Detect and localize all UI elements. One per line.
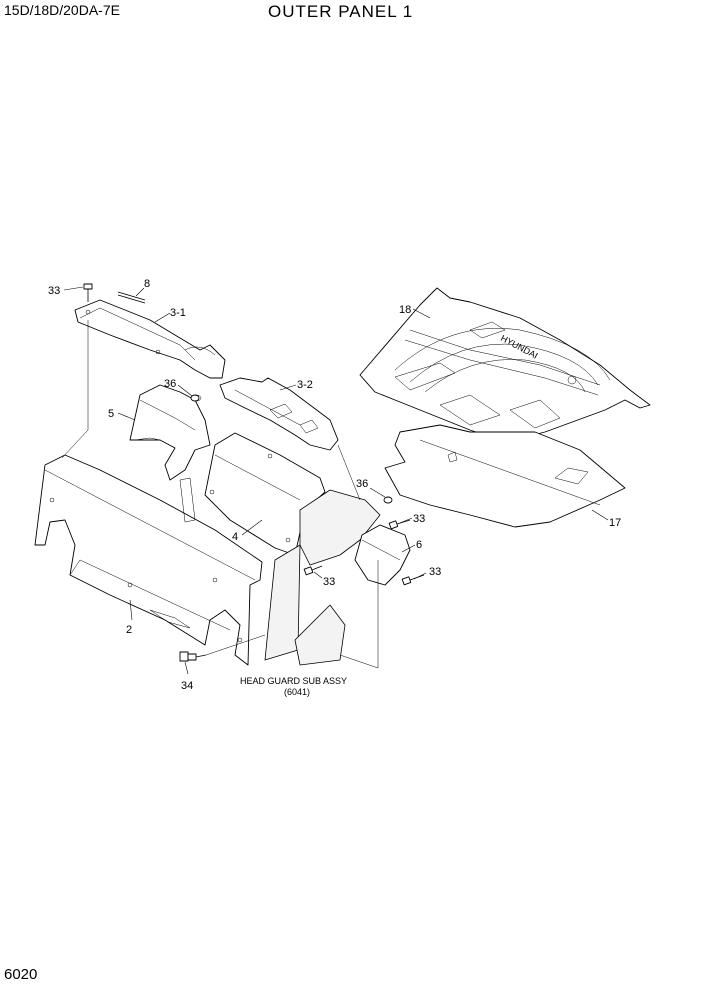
part-17-under-plate [384, 424, 626, 528]
callout-17: 17 [609, 517, 621, 529]
part-2-side-frame [34, 454, 263, 666]
note-head-guard: HEAD GUARD SUB ASSY [240, 676, 347, 686]
leader-lines [61, 286, 609, 675]
bolt-33-upper-right [388, 519, 411, 530]
callout-6: 6 [416, 539, 422, 551]
bolt-33-lower-right [401, 574, 425, 586]
callout-labels: 33 8 3-1 36 5 3-2 4 2 34 36 33 6 33 33 1… [48, 278, 621, 692]
callout-18: 18 [399, 304, 411, 316]
callout-4: 4 [232, 531, 238, 543]
callout-33-mid: 33 [323, 576, 335, 588]
bolt-33-top [83, 283, 93, 302]
part-3-2-cover [219, 377, 339, 451]
callout-5: 5 [108, 408, 114, 420]
callout-36-left: 36 [164, 378, 176, 390]
part-18-floor-mat: HYUNDAI [359, 287, 651, 443]
part-5-side-bracket [129, 384, 211, 481]
pin-8 [117, 291, 146, 304]
callout-2: 2 [126, 624, 132, 636]
bolt-33-mid [303, 565, 323, 576]
callout-33-upper-right: 33 [413, 513, 425, 525]
bolt-34 [179, 651, 207, 662]
head-guard-post [264, 489, 381, 666]
page-number: 6020 [4, 966, 38, 983]
head-guard-note: HEAD GUARD SUB ASSY (6041) [240, 676, 347, 697]
callout-33-lower-right: 33 [429, 566, 441, 578]
grommet-36-left [190, 394, 200, 402]
callout-3-2: 3-2 [297, 379, 313, 391]
grommet-36-right [383, 496, 393, 504]
part-6-side-bracket [354, 524, 411, 586]
page-title: OUTER PANEL 1 [268, 2, 414, 21]
part-3-1-cover [74, 299, 226, 379]
callout-8: 8 [144, 278, 150, 290]
note-ref-number: (6041) [284, 687, 310, 697]
callout-36-right: 36 [356, 478, 368, 490]
callout-3-1: 3-1 [170, 307, 186, 319]
callout-34: 34 [181, 680, 193, 692]
callout-33-top: 33 [48, 285, 60, 297]
model-code: 15D/18D/20DA-7E [4, 2, 120, 18]
part-4-centre-panel [204, 432, 326, 556]
